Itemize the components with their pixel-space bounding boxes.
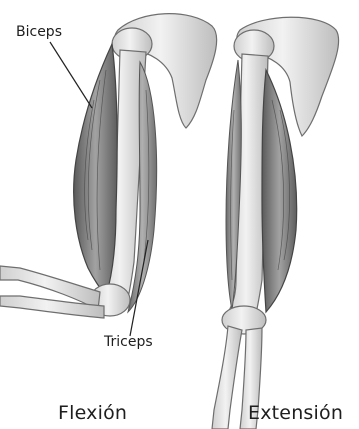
flexion-arm <box>0 14 217 336</box>
extension-caption: Extensión <box>248 402 343 424</box>
extension-forearm-radius <box>212 326 242 429</box>
biceps-callout-line <box>50 42 92 108</box>
biceps-label: Biceps <box>16 24 62 40</box>
extension-triceps <box>262 70 297 312</box>
flexion-biceps <box>74 44 118 296</box>
flexion-caption: Flexión <box>58 402 127 424</box>
triceps-label: Triceps <box>104 334 153 350</box>
extension-arm <box>212 17 339 429</box>
